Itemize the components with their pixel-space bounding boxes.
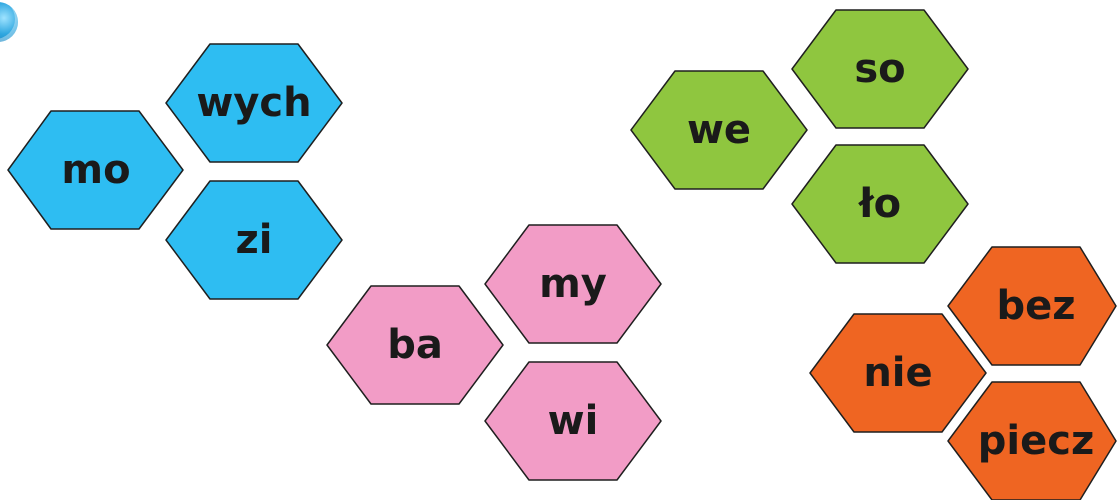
tile-wych[interactable]: wych xyxy=(165,43,343,163)
tile-ba[interactable]: ba xyxy=(326,285,504,405)
tile-nie[interactable]: nie xyxy=(809,313,987,433)
tile-my[interactable]: my xyxy=(484,224,662,344)
hexagon-shape xyxy=(165,43,343,163)
tile-wi[interactable]: wi xyxy=(484,361,662,481)
hexagon-shape xyxy=(326,285,504,405)
tile-label: wi xyxy=(548,398,599,444)
hexagon-shape xyxy=(7,110,184,230)
globe-icon xyxy=(0,2,18,42)
hexagon-shape xyxy=(809,313,987,433)
tile-label: so xyxy=(854,46,905,92)
tile-we[interactable]: we xyxy=(630,70,808,190)
tile-so[interactable]: so xyxy=(791,9,969,129)
tile-label: ło xyxy=(858,181,901,227)
hexagon-shape xyxy=(165,180,343,300)
tile-label: we xyxy=(687,107,751,153)
hexagon-shape xyxy=(791,9,969,129)
tile-label: nie xyxy=(863,350,932,396)
hexagon-shape xyxy=(947,246,1117,366)
hexagon-shape xyxy=(791,144,969,264)
hexagon-shape xyxy=(630,70,808,190)
tile-label: piecz xyxy=(978,418,1094,464)
tile-label: mo xyxy=(61,147,130,193)
hexagon-shape xyxy=(484,361,662,481)
tile-mo[interactable]: mo xyxy=(7,110,184,230)
hexagon-shape xyxy=(484,224,662,344)
tile-lo[interactable]: ło xyxy=(791,144,969,264)
tile-label: bez xyxy=(996,283,1075,329)
tile-bez[interactable]: bez xyxy=(947,246,1117,366)
hexagon-shape xyxy=(947,381,1117,500)
tile-label: zi xyxy=(236,217,273,263)
tile-piecz[interactable]: piecz xyxy=(947,381,1117,500)
tile-label: wych xyxy=(196,80,311,126)
tile-zi[interactable]: zi xyxy=(165,180,343,300)
tile-label: ba xyxy=(387,322,443,368)
tile-label: my xyxy=(539,261,607,307)
